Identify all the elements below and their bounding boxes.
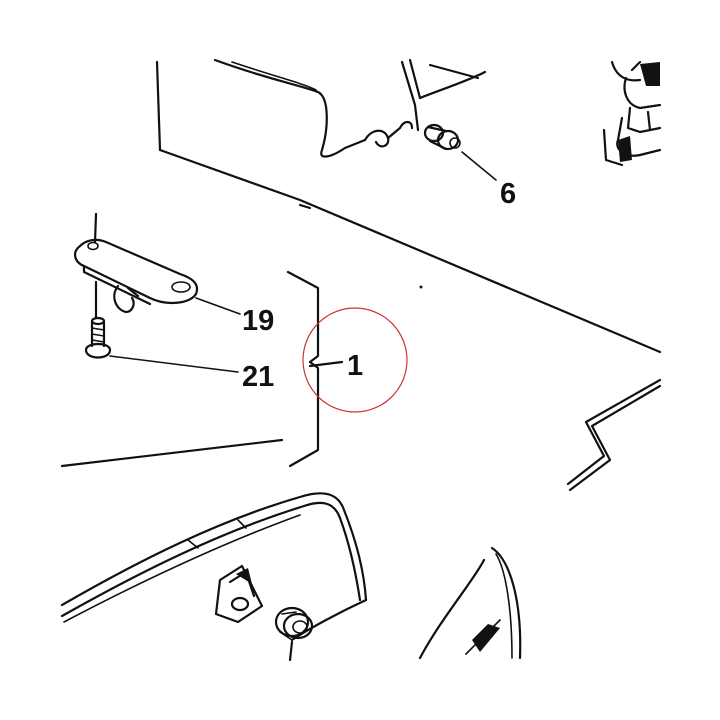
lower-engine-cover <box>60 492 368 642</box>
callout-21: 21 <box>242 361 274 393</box>
control-rod <box>566 378 662 492</box>
leader-line-21 <box>109 355 239 373</box>
lever-assembly <box>602 60 662 167</box>
highlight-ring <box>302 307 408 413</box>
fairing-edge-line <box>60 438 284 468</box>
callout-1: 1 <box>347 350 363 382</box>
leader-line-6 <box>461 151 497 181</box>
bottom-grommet <box>274 606 314 662</box>
lower-right-cover <box>418 546 522 660</box>
part-6-bushing <box>423 123 461 151</box>
part-21-screw <box>84 280 112 359</box>
upper-cowl-panel <box>155 58 662 354</box>
callout-19: 19 <box>242 305 274 337</box>
part-19-link-plate <box>74 212 199 314</box>
part-1-bracket <box>286 270 344 468</box>
leader-line-19 <box>195 297 241 315</box>
callout-6: 6 <box>500 178 516 210</box>
